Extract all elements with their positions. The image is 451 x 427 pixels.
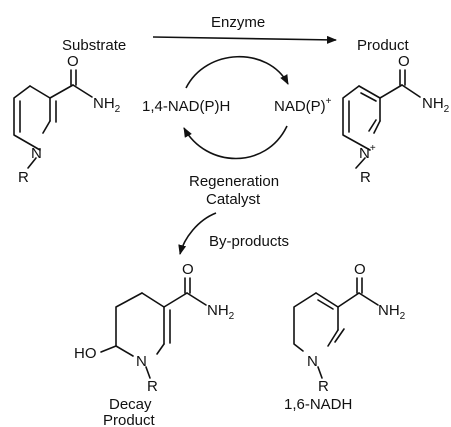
- ring-n-1: N: [31, 145, 42, 162]
- molecule-nadp-plus: O NH2 N+ R: [342, 53, 450, 186]
- amide-nh-4: NH: [378, 302, 400, 319]
- ring-r-3: R: [147, 378, 158, 395]
- amide-nh2-1: NH2: [93, 95, 121, 115]
- amide-nh2-2: NH2: [422, 95, 450, 115]
- decay-product-label: Product: [103, 412, 156, 427]
- decay-label: Decay: [109, 396, 152, 413]
- amide-sub-4: 2: [400, 311, 406, 322]
- ring-n-4: N: [307, 353, 318, 370]
- amide-nh-1: NH: [93, 95, 115, 112]
- byproducts-arrow: [178, 212, 217, 255]
- nadp-charge: +: [326, 96, 332, 107]
- regeneration-label: Regeneration: [189, 173, 279, 190]
- amide-sub-2: 2: [444, 104, 450, 115]
- ho-label: HO: [74, 345, 97, 362]
- ring-r-4: R: [318, 378, 329, 395]
- amide-sub-1: 2: [115, 104, 121, 115]
- cycle-arc-bottom: [183, 125, 288, 160]
- nadp-main: NAD(P): [274, 98, 326, 115]
- nadh-16-label: 1,6-NADH: [284, 396, 352, 413]
- enzyme-arrow: [152, 35, 337, 44]
- catalyst-label: Catalyst: [206, 191, 261, 208]
- ring-n-2-charge: +: [370, 143, 376, 154]
- ring-r-1: R: [18, 169, 29, 186]
- amide-o-4: O: [354, 261, 366, 278]
- product-label: Product: [357, 37, 410, 54]
- nadp-oxidized-label: NAD(P)+: [274, 96, 332, 115]
- ring-r-2: R: [360, 169, 371, 186]
- amide-sub-3: 2: [229, 311, 235, 322]
- amide-o-3: O: [182, 261, 194, 278]
- byproducts-label: By-products: [209, 233, 289, 250]
- ring-n-3: N: [136, 353, 147, 370]
- amide-nh-3: NH: [207, 302, 229, 319]
- molecule-decay-product: O NH2 HO N R: [74, 261, 235, 395]
- molecule-14-nadph: O NH2 N R: [13, 53, 121, 186]
- ring-n-2-symbol: N: [359, 145, 370, 162]
- amide-nh-2: NH: [422, 95, 444, 112]
- enzyme-label: Enzyme: [211, 14, 265, 31]
- amide-nh2-4: NH2: [378, 302, 406, 322]
- substrate-label: Substrate: [62, 37, 126, 54]
- amide-nh2-3: NH2: [207, 302, 235, 322]
- amide-o-2: O: [398, 53, 410, 70]
- cycle-arc-top: [185, 55, 289, 89]
- molecule-16-nadh: O NH2 N R: [293, 261, 406, 395]
- ring-n-2: N+: [359, 143, 376, 162]
- amide-o-1: O: [67, 53, 79, 70]
- nadph-reduced-label: 1,4-NAD(P)H: [142, 98, 230, 115]
